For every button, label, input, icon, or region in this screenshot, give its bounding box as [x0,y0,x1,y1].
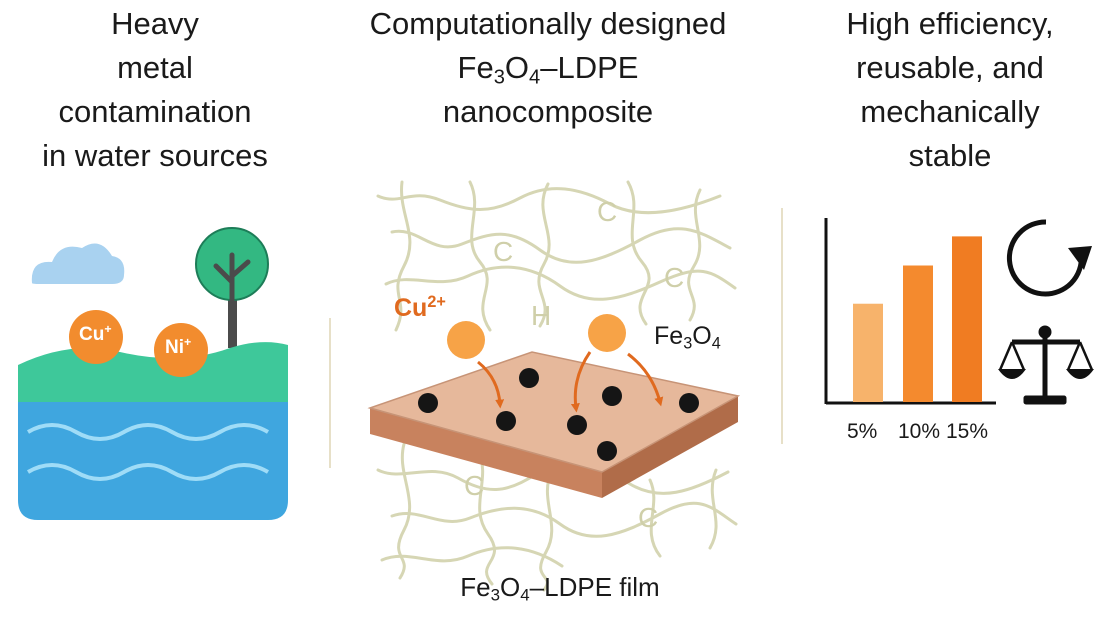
panel3-title-line: High efficiency, [846,6,1054,41]
bar-10pct [903,265,933,402]
polymer-carbon-label: C [664,262,685,293]
x-tick-label: 5% [847,420,878,443]
bars [853,236,982,402]
adsorption-arrows [477,351,664,413]
panel1-title-line: contamination [58,94,252,129]
panel2-title-line: nanocomposite [442,94,654,129]
fe3o4-nanoparticles [418,368,699,461]
polymer-network [376,180,738,592]
panel1-title: Heavy metal contamination in water sourc… [0,2,310,178]
polymer-carbon-label: C [638,502,659,533]
panel1-title-line: metal [117,50,193,85]
nanocomposite-film [367,351,741,498]
x-tick-label: 15% [946,420,989,443]
panel2-title: Computationally designed Fe3O4–LDPE nano… [318,2,778,134]
panel3-title-line: stable [908,138,992,173]
x-tick-label: 10% [898,420,941,443]
reuse-cycle-icon [1006,219,1092,297]
polymer-hydrogen-label: H [531,300,552,331]
fe3o4-particle-sphere [588,314,626,352]
bar-5pct [853,303,883,402]
fe3o4-label: Fe3O4 [654,322,721,353]
balance-scale-icon [997,325,1095,405]
polymer-carbon-label: C [464,470,485,501]
film-caption: Fe3O4–LDPE film [460,572,660,605]
panel3-title-line: mechanically [860,94,1040,129]
panel1-title-line: Heavy [111,6,199,41]
panel2-title-line: Computationally designed [369,6,727,41]
cu-ion-sphere [447,321,485,359]
cu2-ion-label: Cu2+ [394,293,446,322]
panel2-title-formula: Fe3O4–LDPE [457,50,639,89]
cu-ion-label: Cu+ [79,322,112,345]
panel-divider [781,208,783,444]
polymer-carbon-label: C [493,236,514,267]
ni-ion-label: Ni+ [165,335,192,358]
cloud-icon [31,243,125,284]
water-body [18,342,288,520]
cu-ion-icon [69,310,123,364]
polymer-carbon-label: C [597,196,618,227]
panel-divider [329,318,331,468]
panel3-title-line: reusable, and [856,50,1044,85]
bar-15pct [952,236,982,402]
panel1-title-line: in water sources [42,138,268,173]
efficiency-bar-chart [824,218,996,405]
ni-ion-icon [154,323,208,377]
tree-icon [195,227,269,348]
panel3-title: High efficiency, reusable, and mechanica… [800,2,1100,178]
